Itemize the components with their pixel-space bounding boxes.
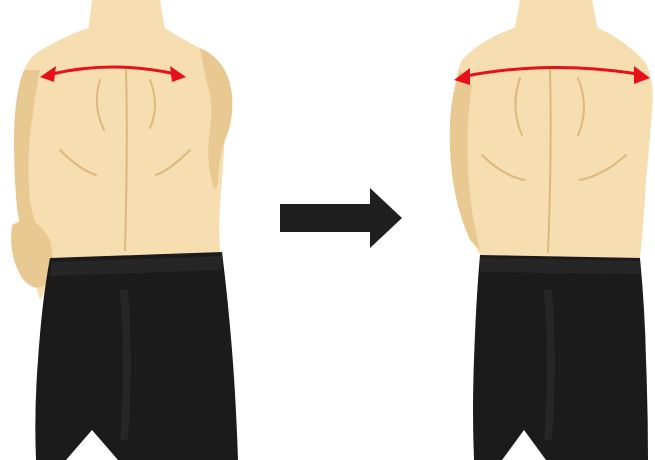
after-shorts (473, 255, 648, 460)
right-arrow-icon (278, 186, 404, 250)
before-body-illustration (0, 0, 250, 460)
after-torso (455, 28, 653, 258)
after-body-illustration (440, 0, 655, 460)
before-shorts (35, 252, 238, 460)
after-figure (440, 0, 655, 460)
before-figure (0, 0, 250, 460)
